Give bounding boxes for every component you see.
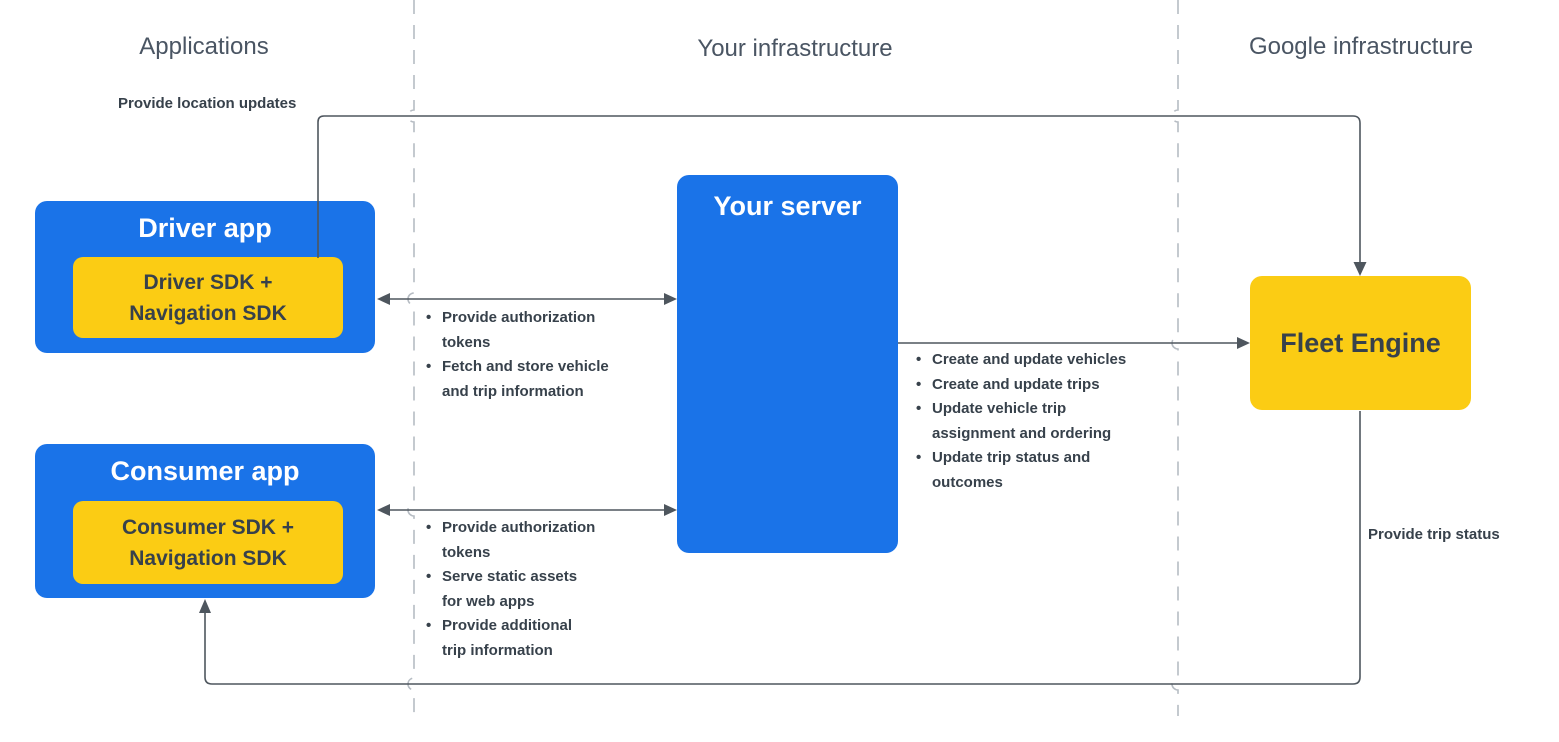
bullet-text: Provide authorization tokens [442,309,596,351]
your-server-node: Your server [677,175,898,553]
arrowhead-left-consumer-app [377,504,390,516]
fleet-engine-title: Fleet Engine [1280,327,1441,358]
driver-sdk-box: Driver SDK + Navigation SDK [73,257,343,338]
bullet-item: Update trip status and outcomes [916,446,1176,495]
consumer-app-node: Consumer app Consumer SDK + Navigation S… [35,444,375,598]
bullet-text: Serve static assets for web apps [442,568,578,610]
server-fleet-bullets: Create and update vehicles Create and up… [916,348,1176,495]
bullet-text: Create and update trips [932,375,1100,393]
arrowhead-down-fleet-engine [1353,262,1367,276]
bullet-item: Provide additional trip information [426,614,666,663]
bullet-item: Fetch and store vehicle and trip informa… [426,355,666,404]
bullet-text: Fetch and store vehicle and trip informa… [442,358,609,400]
driver-app-node: Driver app Driver SDK + Navigation SDK [35,201,375,353]
bullet-text: Create and update vehicles [932,351,1127,368]
lane-divider-left [407,0,415,716]
edge-label-trip-status: Provide trip status [1368,526,1500,543]
lane-label-applications: Applications [139,33,269,60]
consumer-server-bullets: Provide authorization tokens Serve stati… [426,516,666,663]
fleet-engine-node: Fleet Engine [1250,276,1471,410]
bullet-item: Update vehicle trip assignment and order… [916,397,1176,446]
bullet-item: Serve static assets for web apps [426,565,666,614]
bullet-text: Provide additional trip information [442,617,573,659]
bullet-item: Provide authorization tokens [426,306,666,355]
consumer-app-title: Consumer app [110,456,300,486]
bullet-text: Update vehicle trip assignment and order… [932,400,1112,442]
lane-label-google-infrastructure: Google infrastructure [1248,33,1474,60]
driver-server-bullets: Provide authorization tokens Fetch and s… [426,306,666,404]
driver-sdk-label: Driver SDK + Navigation SDK [129,270,287,325]
edge-label-location-updates: Provide location updates [118,95,297,112]
consumer-sdk-box: Consumer SDK + Navigation SDK [73,501,343,584]
arrowhead-right-your-server-bottom [664,504,677,516]
bullet-item: Create and update trips [916,373,1176,398]
driver-app-title: Driver app [138,213,272,243]
bullet-item: Provide authorization tokens [426,516,666,565]
lane-label-your-infrastructure: Your infrastructure [697,35,893,62]
consumer-sdk-label: Consumer SDK + Navigation SDK [121,515,295,570]
bullet-item: Create and update vehicles [916,348,1176,373]
bullet-text: Provide authorization tokens [442,519,596,561]
arrowhead-right-fleet-engine [1237,337,1250,349]
your-server-title: Your server [713,191,862,221]
bullet-text: Update trip status and outcomes [932,449,1091,491]
arrowhead-right-your-server-top [664,293,677,305]
arrowhead-up-consumer-app [199,599,211,613]
arrowhead-left-driver-app [377,293,390,305]
